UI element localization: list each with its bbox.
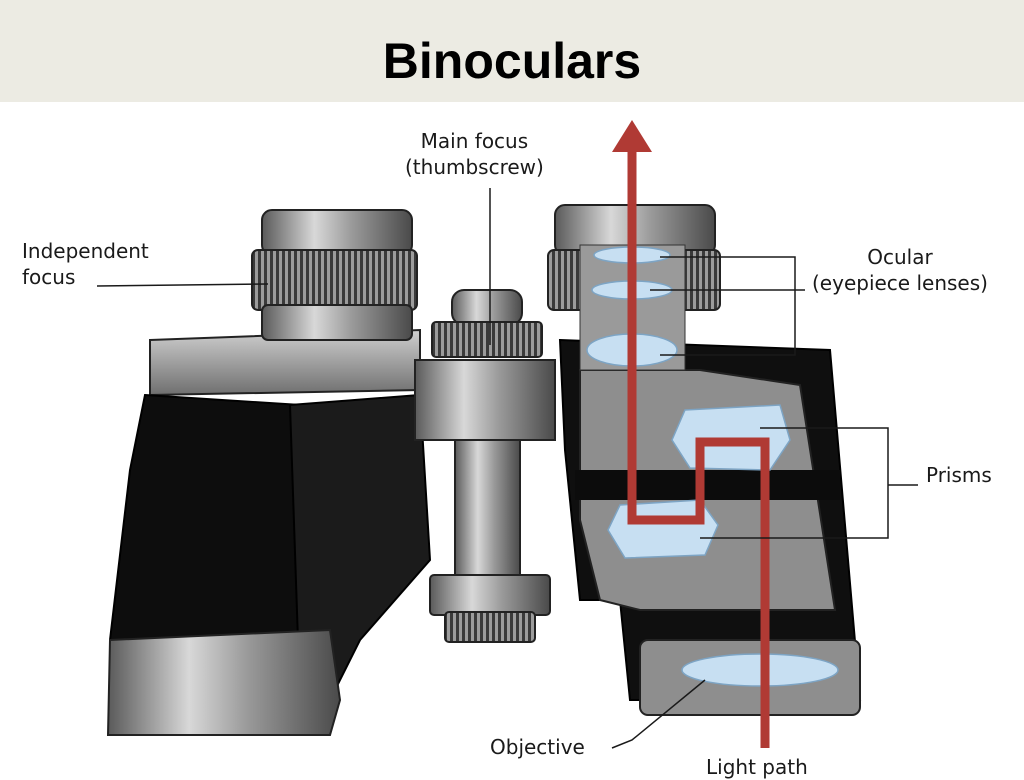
light-path-arrow (612, 120, 770, 748)
leader-lines (96, 188, 918, 749)
left-eyepiece (251, 209, 418, 341)
title-bar (0, 0, 1024, 102)
label-ocular: Ocular (eyepiece lenses) (812, 245, 988, 295)
center-hinge (414, 289, 556, 643)
objective-lens (681, 653, 839, 687)
left-barrel (106, 328, 432, 736)
label-objective: Objective (490, 735, 585, 759)
label-light-path: Light path (706, 755, 808, 779)
label-prisms: Prisms (926, 463, 992, 487)
slide-title: Binoculars (382, 33, 642, 89)
label-independent-focus: Independent focus (22, 239, 149, 289)
label-main-focus: Main focus (thumbscrew) (405, 129, 544, 179)
